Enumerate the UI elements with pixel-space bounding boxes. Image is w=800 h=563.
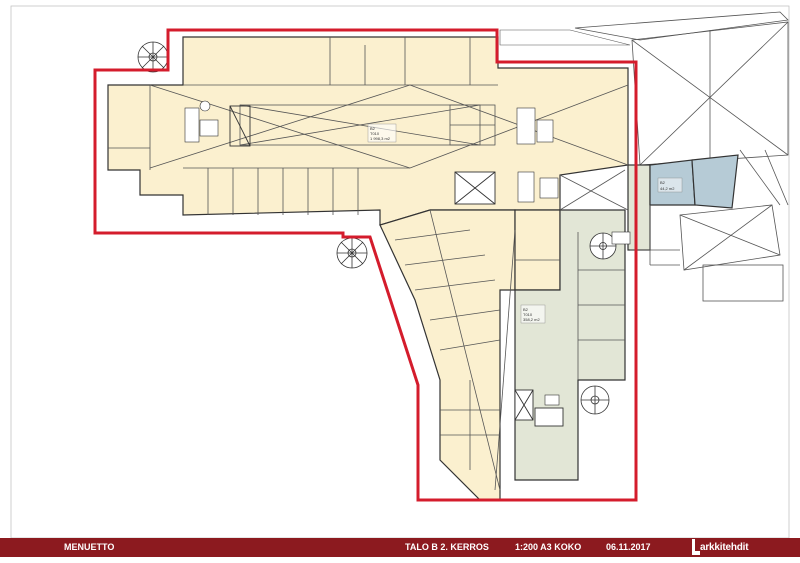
arkkitehdit-logo-icon bbox=[692, 539, 700, 555]
stair-shafts bbox=[229, 105, 564, 427]
green-area-size: 358,2 m2 bbox=[523, 317, 540, 322]
footer-band bbox=[0, 538, 800, 557]
project-name: MENUETTO bbox=[64, 542, 115, 552]
drawing-date: 06.11.2017 bbox=[606, 542, 651, 552]
green-area-id: B2 bbox=[523, 307, 529, 312]
yellow-area-size: 1 998,3 m2 bbox=[370, 136, 391, 141]
area-label-green: B2 T010 358,2 m2 bbox=[520, 304, 546, 324]
scale-size: 1:200 A3 KOKO bbox=[515, 542, 582, 552]
yellow-area-id: B2 bbox=[370, 126, 376, 131]
interior-walls bbox=[108, 37, 680, 491]
spiral-stair-right bbox=[589, 232, 617, 260]
blue-area-id: B2 bbox=[660, 180, 666, 185]
yellow-area-code: T010 bbox=[370, 131, 380, 136]
title-block: MENUETTO TALO B 2. KERROS 1:200 A3 KOKO … bbox=[0, 538, 800, 557]
building-floor: TALO B 2. KERROS bbox=[405, 542, 489, 552]
blue-area-size: 44,2 m2 bbox=[660, 186, 675, 191]
neighbor-building bbox=[499, 11, 789, 302]
area-boundary bbox=[93, 28, 638, 502]
logo-text: arkkitehdit bbox=[700, 542, 749, 553]
area-label-yellow: B2 T010 1 998,3 m2 bbox=[367, 123, 397, 143]
wc-fixtures bbox=[184, 100, 631, 406]
spiral-stair-top-left bbox=[137, 41, 169, 73]
area-label-blue: B2 44,2 m2 bbox=[657, 177, 683, 193]
spiral-stair-bottom bbox=[580, 385, 610, 415]
green-area-code: T010 bbox=[523, 312, 533, 317]
spiral-stair-middle-left bbox=[336, 237, 368, 269]
